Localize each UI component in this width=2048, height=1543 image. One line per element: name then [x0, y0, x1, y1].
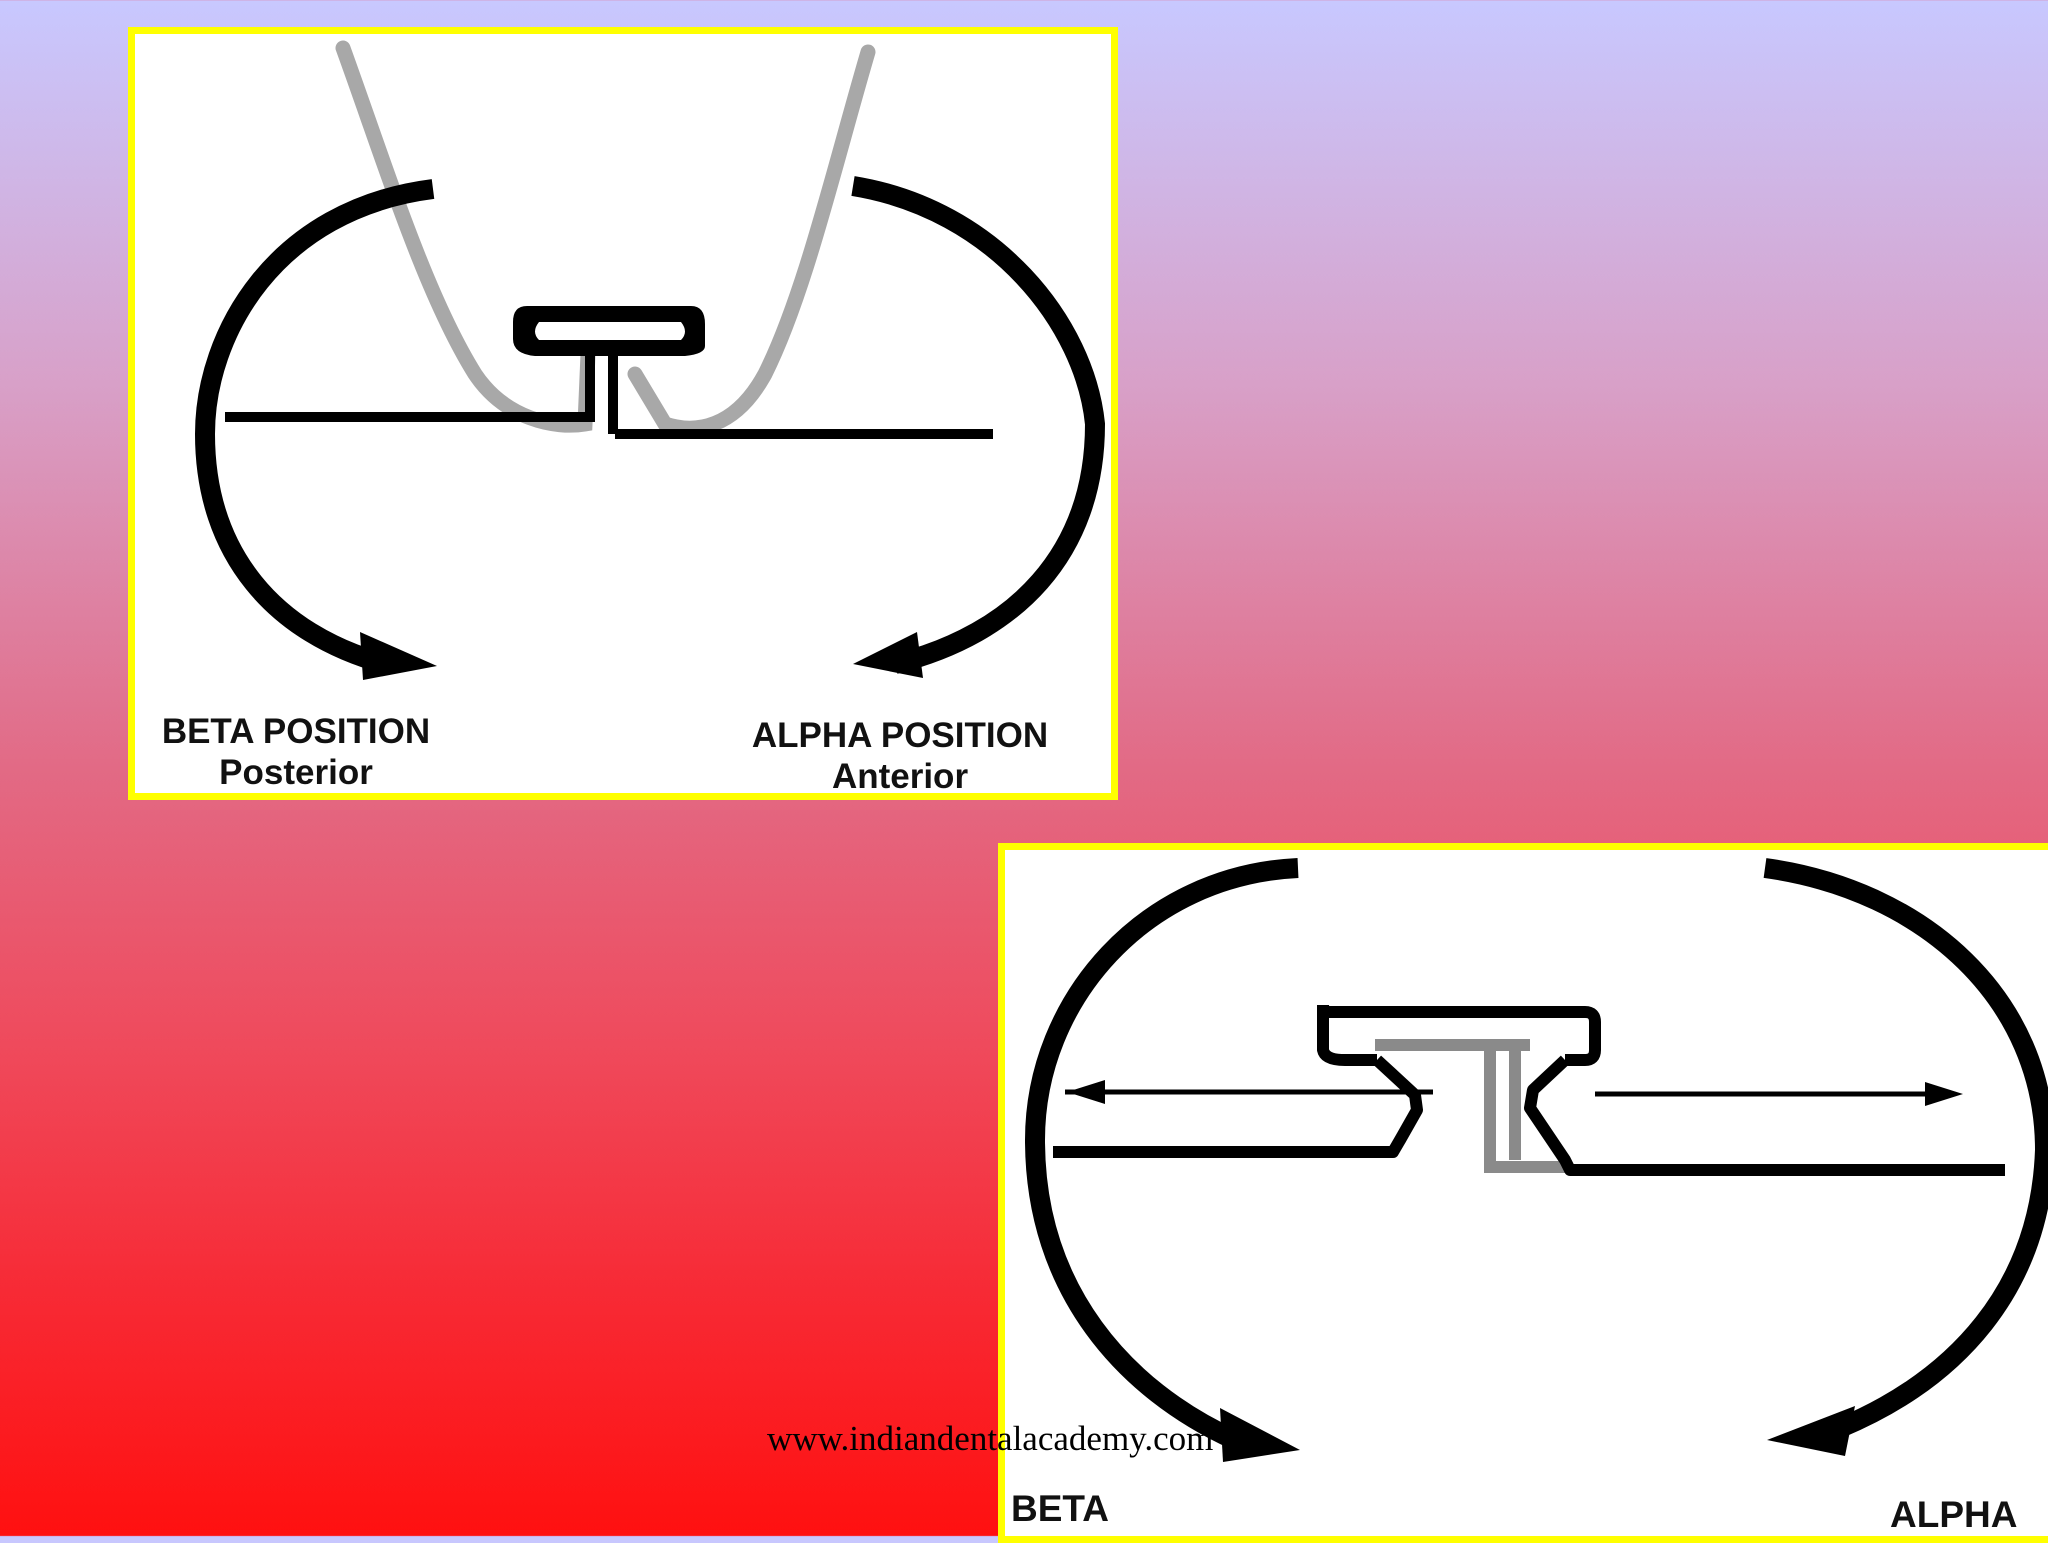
alpha-label: ALPHA [1890, 1494, 2018, 1535]
left-arrowhead [1220, 1408, 1300, 1462]
alpha-position-title: ALPHA POSITION [751, 716, 1049, 755]
beta-position-subtitle: Posterior [219, 753, 373, 792]
alpha-position-subtitle: Anterior [831, 757, 969, 796]
right-rotation-arc [851, 176, 1106, 674]
beta-label: BETA [1011, 1488, 1109, 1529]
right-distal-arrowhead [1925, 1082, 1963, 1106]
right-rotation-arc [1763, 858, 2048, 1438]
bracket-head [1317, 1004, 1601, 1066]
bracket-left-leg [1053, 1055, 1423, 1158]
gray-bracket-shadow [1375, 1039, 1565, 1173]
bottom-diagram-svg [1024, 858, 2048, 1462]
beta-position-title: BETA POSITION [161, 712, 431, 751]
right-arrowhead [1767, 1406, 1855, 1456]
watermark-url: www.indiandentalacademy.com [767, 1419, 1214, 1458]
left-arrowhead [360, 632, 437, 680]
bracket-head [513, 306, 705, 356]
top-diagram-svg [194, 40, 1106, 680]
diagram-panel-bottom: BETA ALPHA [998, 843, 2048, 1543]
diagram-panel-top: BETA POSITION Posterior ALPHA POSITION A… [128, 27, 1118, 800]
left-mesial-arrowhead [1067, 1080, 1105, 1104]
left-rotation-arc [194, 179, 435, 674]
left-rotation-arc [1024, 858, 1299, 1450]
right-arrowhead [853, 632, 923, 678]
gray-wire-outline [335, 40, 876, 436]
beta-position-label: BETA POSITION Posterior [141, 714, 451, 790]
alpha-position-label: ALPHA POSITION Anterior [725, 716, 1075, 796]
bracket-stem [585, 356, 618, 434]
bracket-right-leg [1524, 1055, 2005, 1176]
